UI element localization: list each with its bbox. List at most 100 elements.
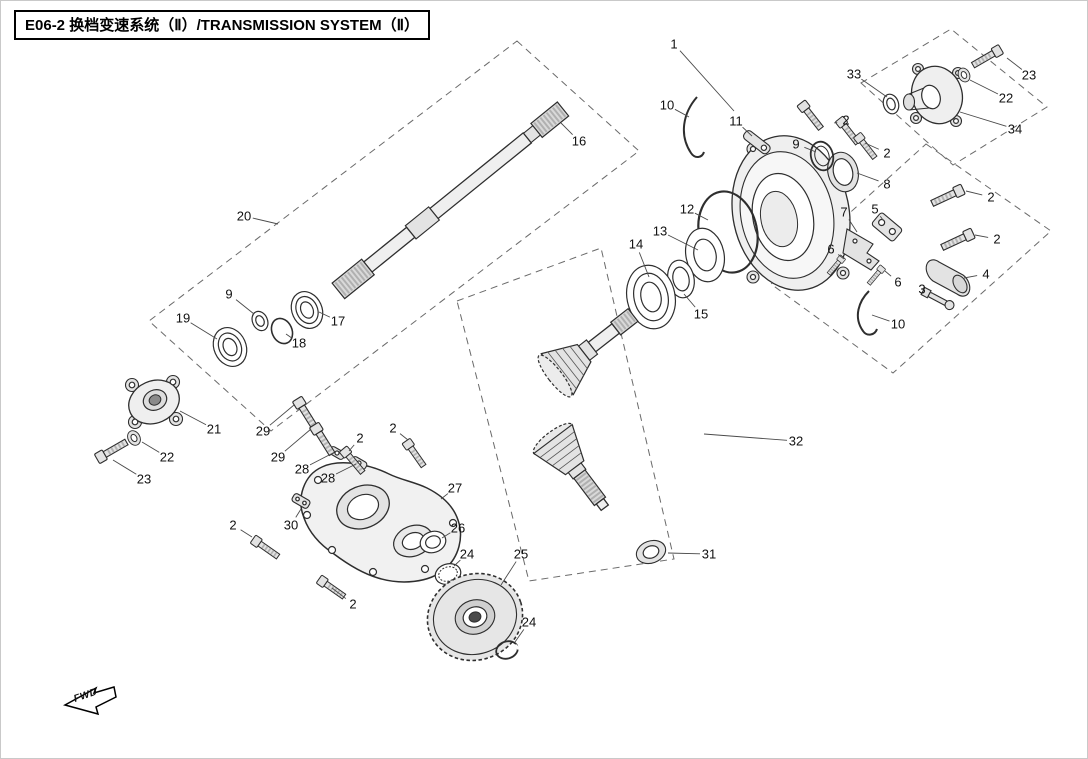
- callout-leader-line: [694, 212, 709, 221]
- callout-23: 23: [1022, 68, 1036, 83]
- callout-leader-line: [703, 433, 788, 441]
- bearing-19: [212, 327, 248, 367]
- callout-leader-line: [833, 121, 838, 124]
- callout-6: 6: [827, 242, 834, 257]
- callout-2: 2: [229, 518, 236, 533]
- callout-29: 29: [256, 424, 270, 439]
- bolt-2: [316, 575, 347, 601]
- callout-9: 9: [792, 137, 799, 152]
- callout-leader-line: [331, 587, 347, 599]
- callout-16: 16: [572, 134, 586, 149]
- callout-leader-line: [235, 299, 255, 315]
- bolt-2: [250, 535, 281, 561]
- callout-2: 2: [987, 190, 994, 205]
- bolt-23-left: [94, 437, 129, 464]
- callout-leader-line: [284, 428, 312, 452]
- spring-clip-10-left: [682, 96, 705, 158]
- callout-leader-line: [190, 322, 218, 340]
- bolt-2: [797, 100, 825, 132]
- bevel-gear-lower: [532, 422, 610, 512]
- callout-leader-line: [742, 126, 753, 137]
- callout-leader-line: [560, 122, 573, 135]
- callout-leader-line: [667, 552, 701, 555]
- group-boundary-shift-parts: [770, 143, 1052, 374]
- callout-leader-line: [1006, 57, 1023, 70]
- callout-34: 34: [1008, 122, 1022, 137]
- callout-leader-line: [864, 142, 879, 150]
- callout-leader-line: [667, 234, 699, 251]
- flange-34: [902, 62, 965, 128]
- bracket-7: [842, 228, 880, 271]
- callout-leader-line: [269, 404, 295, 426]
- callout-28: 28: [321, 471, 335, 486]
- drive-shaft: [331, 101, 570, 300]
- callout-21: 21: [207, 422, 221, 437]
- bearing-13: [684, 227, 726, 283]
- callout-leader-line: [679, 50, 735, 112]
- callout-leader-line: [514, 629, 525, 643]
- callout-26: 26: [451, 521, 465, 536]
- callout-28: 28: [295, 462, 309, 477]
- gearcase-cover-27: [300, 462, 462, 583]
- callout-30: 30: [284, 518, 298, 533]
- callout-leader-line: [318, 311, 331, 318]
- callout-1: 1: [670, 37, 677, 52]
- callout-2: 2: [842, 113, 849, 128]
- plate-30: [291, 493, 311, 509]
- callout-leader-line: [335, 463, 357, 475]
- callout-8: 8: [883, 177, 890, 192]
- callout-leader-line: [804, 146, 817, 153]
- callout-17: 17: [331, 314, 345, 329]
- callout-leader-line: [974, 234, 989, 238]
- callout-29: 29: [271, 450, 285, 465]
- callout-leader-line: [309, 452, 334, 466]
- washer-9-right: [809, 140, 835, 172]
- callout-33: 33: [847, 67, 861, 82]
- callout-2: 2: [993, 232, 1000, 247]
- callout-leader-line: [930, 292, 935, 295]
- group-boundary-bevel-gears: [456, 247, 675, 582]
- callout-32: 32: [789, 434, 803, 449]
- washer-31: [635, 539, 667, 565]
- callout-leader-line: [252, 217, 279, 225]
- callout-20: 20: [237, 209, 251, 224]
- bolt-2: [853, 132, 878, 161]
- callout-leader-line: [141, 441, 160, 453]
- callout-14: 14: [629, 237, 643, 252]
- callout-2: 2: [356, 431, 363, 446]
- callout-3: 3: [918, 282, 925, 297]
- callout-leader-line: [879, 216, 884, 221]
- group-boundary-flange: [860, 28, 1048, 166]
- callout-leader-line: [884, 270, 892, 277]
- callout-2: 2: [883, 146, 890, 161]
- callout-2: 2: [349, 597, 356, 612]
- callout-24: 24: [522, 615, 536, 630]
- callout-leader-line: [674, 108, 690, 118]
- callout-leader-line: [441, 532, 451, 539]
- callout-5: 5: [871, 202, 878, 217]
- shim-26: [419, 530, 447, 554]
- flange-yoke-21: [124, 374, 184, 430]
- spring-clip-10-right: [856, 290, 878, 336]
- diagram-title: E06-2 换档变速系统（Ⅱ）/TRANSMISSION SYSTEM（Ⅱ）: [14, 10, 430, 40]
- callout-leader-line: [861, 78, 888, 98]
- callout-leader-line: [837, 254, 845, 260]
- callout-leader-line: [683, 293, 696, 308]
- spacer-33: [882, 93, 900, 115]
- callout-leader-line: [959, 111, 1007, 127]
- callout-7: 7: [840, 205, 847, 220]
- bolt-29-b: [309, 422, 336, 457]
- bolt-2: [930, 184, 965, 208]
- callout-leader-line: [295, 508, 302, 518]
- callout-22: 22: [999, 91, 1013, 106]
- callout-leader-line: [856, 172, 879, 182]
- callout-25: 25: [514, 547, 528, 562]
- bearing-14: [625, 264, 677, 330]
- callout-10: 10: [660, 98, 674, 113]
- callout-31: 31: [702, 547, 716, 562]
- washer-9-left: [251, 310, 269, 332]
- seal-8: [827, 151, 859, 193]
- callout-10: 10: [891, 317, 905, 332]
